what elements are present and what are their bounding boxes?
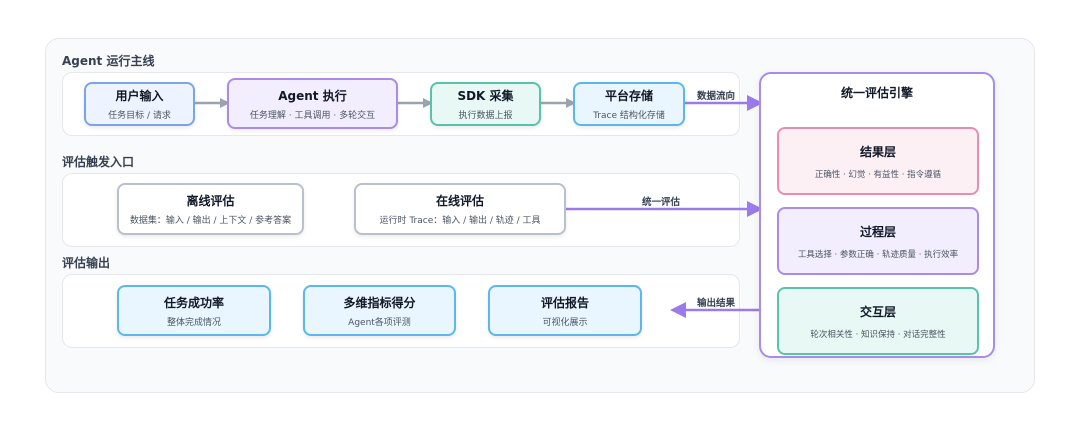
layer-interaction: 交互层 轮次相关性 · 知识保持 · 对话完整性 (777, 287, 979, 355)
edge-label-output-result: 输出结果 (697, 298, 736, 309)
node-platform-storage: 平台存储 Trace 结构化存储 (573, 82, 685, 126)
node-subtitle: Agent各项评测 (348, 317, 411, 328)
node-user-input: 用户输入 任务目标 / 请求 (84, 82, 195, 126)
node-offline-eval: 离线评估 数据集：输入 / 输出 / 上下文 / 参考答案 (117, 183, 304, 235)
node-title: 评估报告 (540, 295, 589, 310)
node-subtitle: 任务理解 · 工具调用 · 多轮交互 (249, 110, 376, 121)
engine-title: 统一评估引擎 (840, 86, 913, 100)
node-multi-metric-score: 多维指标得分 Agent各项评测 (303, 285, 456, 336)
layer-title: 过程层 (859, 224, 896, 239)
node-title: Agent 执行 (278, 88, 347, 103)
layer-process: 过程层 工具选择 · 参数正确 · 轨迹质量 · 执行效率 (777, 207, 979, 275)
node-agent-execution: Agent 执行 任务理解 · 工具调用 · 多轮交互 (227, 78, 398, 129)
edge-label-unified-eval: 统一评估 (642, 197, 681, 208)
node-subtitle: 任务目标 / 请求 (108, 111, 171, 121)
section-title-trigger: 评估触发入口 (62, 155, 135, 169)
node-subtitle: 运行时 Trace：输入 / 输出 / 轨迹 / 工具 (379, 216, 541, 226)
node-title: 在线评估 (435, 194, 484, 208)
layer-result: 结果层 正确性 · 幻觉 · 有益性 · 指令遵循 (777, 127, 979, 195)
layer-title: 交互层 (859, 304, 896, 319)
node-eval-report: 评估报告 可视化展示 (488, 285, 642, 336)
node-subtitle: Trace 结构化存储 (593, 111, 665, 121)
node-task-success-rate: 任务成功率 整体完成情况 (117, 285, 271, 336)
unified-eval-engine: 统一评估引擎 结果层 正确性 · 幻觉 · 有益性 · 指令遵循 过程层 工具选… (759, 72, 995, 358)
node-title: 多维指标得分 (343, 295, 416, 310)
node-subtitle: 数据集：输入 / 输出 / 上下文 / 参考答案 (129, 216, 292, 226)
layer-subtitle: 轮次相关性 · 知识保持 · 对话完整性 (810, 329, 946, 340)
node-title: 任务成功率 (163, 295, 224, 310)
layer-subtitle: 正确性 · 幻觉 · 有益性 · 指令遵循 (814, 169, 942, 180)
node-online-eval: 在线评估 运行时 Trace：输入 / 输出 / 轨迹 / 工具 (354, 183, 566, 235)
node-title: 用户输入 (115, 89, 164, 103)
layer-title: 结果层 (859, 144, 896, 159)
node-subtitle: 执行数据上报 (458, 111, 513, 121)
node-subtitle: 可视化展示 (542, 317, 588, 328)
section-title-output: 评估输出 (62, 256, 111, 270)
layer-subtitle: 工具选择 · 参数正确 · 轨迹质量 · 执行效率 (797, 249, 959, 260)
edge-label-data-flow: 数据流向 (697, 91, 736, 102)
node-sdk-collect: SDK 采集 执行数据上报 (430, 82, 541, 126)
section-title-main: Agent 运行主线 (62, 54, 155, 68)
node-title: SDK 采集 (457, 89, 514, 103)
node-title: 平台存储 (604, 89, 653, 103)
node-subtitle: 整体完成情况 (166, 317, 221, 328)
node-title: 离线评估 (186, 194, 235, 208)
